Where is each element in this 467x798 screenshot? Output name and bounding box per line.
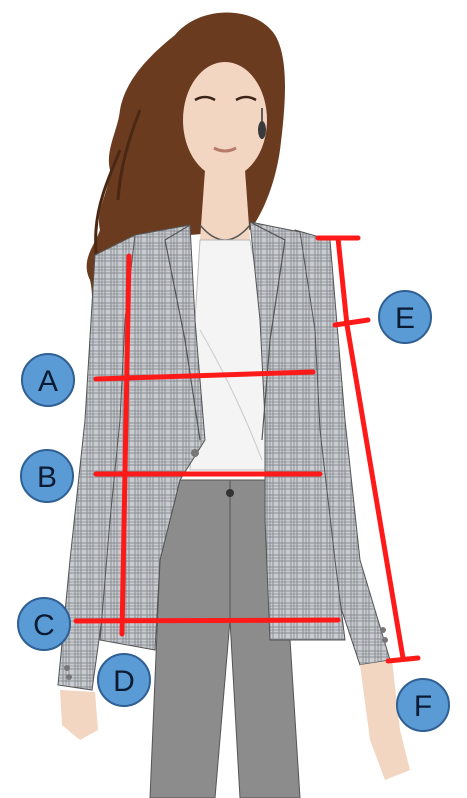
badge-a: A: [21, 353, 75, 407]
blazer-body-right: [249, 221, 346, 641]
measurement-lines: [73, 235, 421, 664]
badge-f-label: F: [414, 690, 432, 723]
badge-c: C: [17, 597, 71, 651]
hem-width-line: [73, 617, 341, 624]
badge-b: B: [20, 449, 74, 503]
label-badges: A B C D E F: [17, 290, 450, 732]
hand-left: [60, 690, 98, 740]
sleeve-length-line: [344, 322, 406, 661]
badge-a-label: A: [38, 365, 58, 398]
bust-width-line: [93, 369, 316, 382]
badge-e: E: [378, 290, 432, 344]
badge-e-label: E: [395, 302, 415, 335]
blazer-button: [191, 449, 199, 457]
badge-c-label: C: [33, 609, 55, 642]
hand-right: [360, 660, 410, 780]
earring: [258, 121, 266, 139]
badge-f: F: [396, 678, 450, 732]
badge-d-label: D: [113, 665, 135, 698]
neck: [200, 170, 250, 240]
badge-b-label: B: [37, 461, 57, 494]
jacket-length-line: [119, 253, 132, 637]
trouser-button: [226, 489, 234, 497]
face: [183, 62, 267, 178]
badge-d: D: [97, 653, 151, 707]
